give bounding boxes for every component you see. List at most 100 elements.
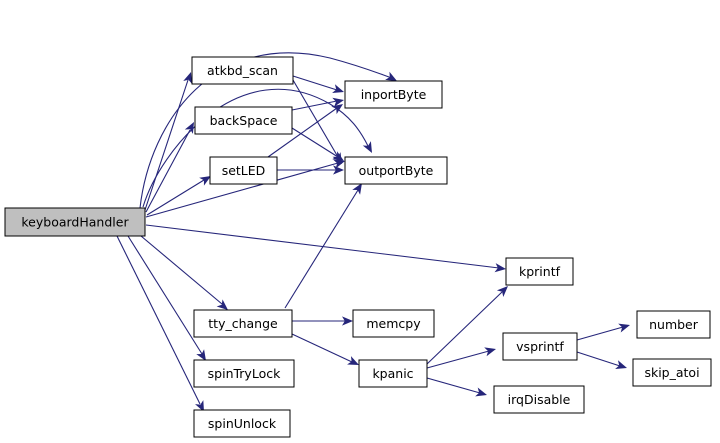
edge-keyboardHandler-to-spinUnlock — [116, 235, 204, 412]
arrowhead — [475, 387, 487, 397]
edge-line — [116, 235, 201, 405]
arrowhead — [331, 104, 343, 115]
node-number[interactable]: number — [636, 310, 711, 339]
edge-setLED-to-inportByte — [267, 104, 343, 158]
arrowhead — [184, 122, 194, 134]
node-label: kpanic — [372, 366, 413, 381]
node-inportByte[interactable]: inportByte — [344, 80, 443, 109]
arrowhead — [333, 159, 345, 169]
edge-line — [576, 326, 624, 341]
node-box[interactable] — [194, 106, 293, 135]
node-box[interactable] — [209, 156, 278, 185]
edge-keyboardHandler-to-kprintf — [145, 224, 506, 273]
edge-line — [576, 351, 621, 367]
node-box[interactable] — [4, 207, 146, 237]
node-skip_atoi[interactable]: skip_atoi — [632, 358, 712, 387]
node-box[interactable] — [502, 332, 578, 361]
edge-vsprintf-to-skip_atoi — [576, 351, 627, 369]
node-label: inportByte — [361, 87, 427, 102]
arrowhead — [195, 400, 204, 412]
edge-tty_change-to-memcpy — [292, 316, 353, 326]
edge-layer — [116, 52, 630, 412]
node-atkbd_scan[interactable]: atkbd_scan — [191, 56, 294, 85]
node-label: setLED — [222, 163, 266, 178]
arrowhead — [347, 356, 359, 365]
node-keyboardHandler[interactable]: keyboardHandler — [4, 207, 146, 237]
node-label: spinUnlock — [208, 416, 277, 431]
edge-line — [291, 333, 353, 363]
edge-keyboardHandler-to-backSpace — [145, 122, 194, 213]
edge-kpanic-to-vsprintf — [426, 347, 496, 369]
edge-line — [426, 291, 503, 365]
edge-keyboardHandler-to-setLED — [146, 176, 211, 216]
node-label: keyboardHandler — [21, 215, 129, 230]
arrowhead — [352, 183, 362, 195]
node-box[interactable] — [352, 309, 435, 338]
node-label: irqDisable — [508, 392, 571, 407]
node-box[interactable] — [493, 385, 585, 414]
node-kpanic[interactable]: kpanic — [358, 359, 428, 388]
arrowhead — [183, 72, 192, 84]
node-box[interactable] — [358, 359, 428, 388]
node-label: spinTryLock — [208, 366, 281, 381]
edge-line — [142, 88, 369, 208]
node-box[interactable] — [344, 80, 443, 109]
edge-kpanic-to-kprintf — [426, 286, 508, 365]
node-backSpace[interactable]: backSpace — [194, 106, 293, 135]
node-irqDisable[interactable]: irqDisable — [493, 385, 585, 414]
node-box[interactable] — [193, 309, 293, 338]
node-vsprintf[interactable]: vsprintf — [502, 332, 578, 361]
node-setLED[interactable]: setLED — [209, 156, 278, 185]
node-box[interactable] — [193, 359, 295, 388]
node-label: kprintf — [519, 264, 561, 279]
edge-keyboardHandler-to-inportByte — [139, 52, 397, 209]
edge-keyboardHandler-to-atkbd_scan — [144, 72, 192, 211]
edge-keyboardHandler-to-outportByte — [142, 88, 372, 208]
edge-line — [145, 162, 339, 218]
edge-vsprintf-to-number — [576, 323, 630, 341]
edge-kpanic-to-irqDisable — [426, 377, 487, 397]
edge-line — [127, 235, 203, 355]
arrowhead — [484, 347, 496, 357]
node-box[interactable] — [191, 56, 294, 85]
node-box[interactable] — [505, 257, 574, 286]
node-spinTryLock[interactable]: spinTryLock — [193, 359, 295, 388]
edge-tty_change-to-outportByte — [284, 183, 362, 309]
node-box[interactable] — [632, 358, 712, 387]
node-label: tty_change — [208, 316, 278, 331]
arrowhead — [332, 84, 344, 93]
edge-line — [139, 52, 393, 209]
edge-line — [140, 235, 223, 305]
node-box[interactable] — [344, 156, 448, 185]
edge-line — [146, 179, 205, 216]
edge-line — [426, 377, 481, 394]
edge-atkbd_scan-to-inportByte — [292, 75, 344, 93]
arrowhead — [216, 299, 228, 310]
edge-line — [284, 189, 359, 309]
node-label: memcpy — [366, 316, 421, 331]
node-box[interactable] — [636, 310, 711, 339]
edge-keyboardHandler-to-spinTryLock — [127, 235, 206, 361]
node-tty_change[interactable]: tty_change — [193, 309, 293, 338]
node-outportByte[interactable]: outportByte — [344, 156, 448, 185]
node-memcpy[interactable]: memcpy — [352, 309, 435, 338]
node-label: outportByte — [359, 163, 434, 178]
arrowhead — [494, 263, 506, 273]
edge-line — [292, 75, 338, 91]
edge-line — [292, 79, 339, 158]
arrowhead — [496, 286, 508, 297]
node-spinUnlock[interactable]: spinUnlock — [193, 409, 291, 438]
node-label: atkbd_scan — [207, 63, 278, 78]
edge-line — [426, 350, 490, 369]
arrowhead — [618, 323, 630, 333]
node-label: backSpace — [210, 113, 278, 128]
edge-line — [144, 79, 189, 211]
node-kprintf[interactable]: kprintf — [505, 257, 574, 286]
arrowhead — [333, 165, 344, 175]
arrowhead — [196, 349, 206, 361]
arrowhead — [342, 316, 353, 326]
arrowhead — [332, 151, 344, 161]
node-box[interactable] — [193, 409, 291, 438]
arrowhead — [199, 176, 211, 186]
